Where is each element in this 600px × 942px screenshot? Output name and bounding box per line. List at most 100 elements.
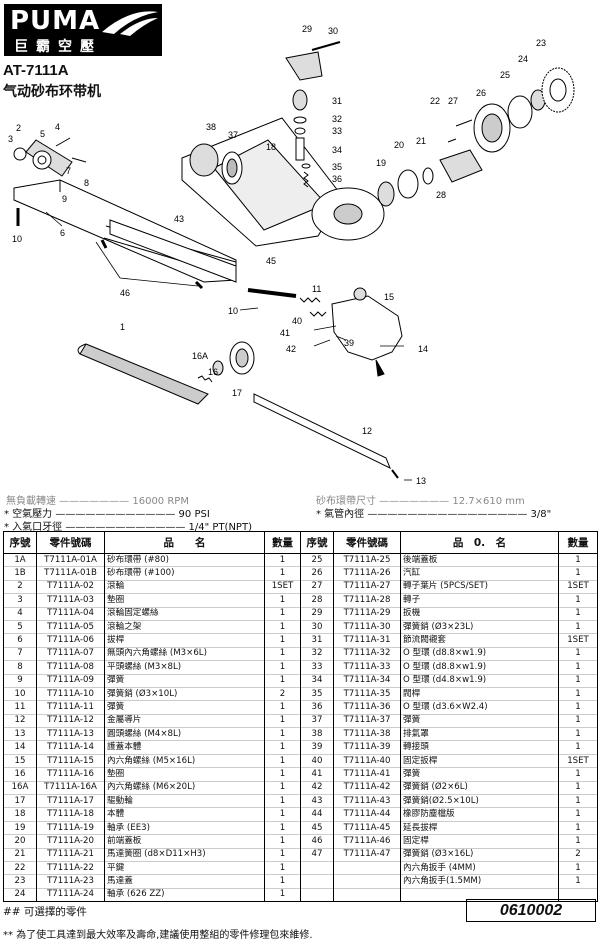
table-cell: 滾輪之架 xyxy=(104,619,265,634)
table-cell: 馬達簧圈 (d8×D11×H3) xyxy=(104,847,265,862)
label-2: 2 xyxy=(16,123,21,133)
table-header-row: 序號 零件號碼 品 名 數量 序號 零件號碼 品 0. 名 數量 xyxy=(3,531,598,554)
label-14: 14 xyxy=(418,344,428,354)
table-cell: 8 xyxy=(3,660,37,675)
table-cell: T7111A-38 xyxy=(333,727,401,741)
table-cell: 1 xyxy=(558,860,598,875)
table-cell: 1 xyxy=(558,673,598,688)
table-cell: 轉子葉片 (5PCS/SET) xyxy=(400,579,559,594)
spec-air-inlet: * 入氣口牙徑 ———————————— 1/4" PT(NPT) xyxy=(4,522,252,533)
label-21: 21 xyxy=(416,136,426,146)
table-cell: T7111A-29 xyxy=(333,606,401,621)
table-cell: 彈簧銷 (Ø2×6L) xyxy=(400,780,559,795)
table-cell: 46 xyxy=(300,834,334,849)
table-cell: 1 xyxy=(558,700,598,715)
table-cell: 1 xyxy=(264,847,301,862)
table-cell: 18 xyxy=(3,807,37,822)
table-cell: T7111A-17 xyxy=(36,794,105,808)
label-40: 39 xyxy=(344,338,354,348)
table-cell: T7111A-12 xyxy=(36,713,105,728)
table-cell: T7111A-35 xyxy=(333,686,401,701)
table-cell: T7111A-34 xyxy=(333,673,401,688)
table-cell: T7111A-18 xyxy=(36,807,105,822)
table-cell: 13 xyxy=(3,727,37,741)
table-cell: 1 xyxy=(264,860,301,875)
label-35: 34 xyxy=(332,145,342,155)
table-cell: 轉子 xyxy=(400,593,559,608)
table-cell: 25 xyxy=(300,552,334,567)
table-cell: 節流閥襯套 xyxy=(400,633,559,648)
label-25: 25 xyxy=(500,70,510,80)
label-34: 33 xyxy=(332,126,342,136)
table-cell xyxy=(300,874,334,889)
table-cell: 1 xyxy=(264,552,301,567)
table-cell: 38 xyxy=(300,727,334,741)
table-cell: 1 xyxy=(264,834,301,849)
table-cell: 1 xyxy=(558,552,598,567)
table-cell: 固定桿 xyxy=(400,834,559,849)
label-16: 16 xyxy=(208,367,218,377)
table-cell: 39 xyxy=(300,740,334,755)
label-3: 3 xyxy=(8,134,13,144)
table-cell: 1 xyxy=(264,619,301,634)
label-12: 12 xyxy=(362,426,372,436)
table-cell: 延長拔桿 xyxy=(400,820,559,835)
table-cell: T7111A-14 xyxy=(36,740,105,755)
table-cell: 2 xyxy=(558,847,598,862)
table-cell: 27 xyxy=(300,579,334,594)
table-cell: 32 xyxy=(300,646,334,661)
table-cell: T7111A-01B xyxy=(36,566,105,581)
table-cell: 護蓋本體 xyxy=(104,740,265,755)
table-cell: 閥桿 xyxy=(400,686,559,701)
table-cell: 1 xyxy=(558,619,598,634)
table-cell xyxy=(300,860,334,875)
col-header-qty: 數量 xyxy=(264,531,301,554)
table-cell: 墊圈 xyxy=(104,767,265,782)
drive-wheel xyxy=(197,341,255,383)
optional-parts-note: ## 可選擇的零件 xyxy=(3,906,87,918)
table-cell: 轉接頭 xyxy=(400,740,559,755)
table-cell: 1 xyxy=(558,820,598,835)
document-code: 0610002 xyxy=(466,899,596,922)
col-header-no-2: 序號 xyxy=(300,531,334,554)
table-cell: T7111A-36 xyxy=(333,700,401,715)
table-cell xyxy=(300,887,334,903)
table-cell: 1 xyxy=(264,727,301,741)
table-cell: T7111A-16 xyxy=(36,767,105,782)
table-cell: T7111A-08 xyxy=(36,660,105,675)
col-header-description: 品 名 xyxy=(104,531,265,554)
table-cell: 1SET xyxy=(558,753,598,768)
table-cell: 內六角螺絲 (M6×20L) xyxy=(104,780,265,795)
table-cell: 1 xyxy=(264,820,301,835)
table-cell: 45 xyxy=(300,820,334,835)
guard-body xyxy=(331,287,403,377)
table-cell: T7111A-20 xyxy=(36,834,105,849)
label-8: 8 xyxy=(84,178,89,188)
table-cell: T7111A-30 xyxy=(333,619,401,634)
table-cell: 1 xyxy=(264,566,301,581)
table-cell: 10 xyxy=(3,686,37,701)
col-header-part-no-2: 零件號碼 xyxy=(333,531,401,554)
table-cell: T7111A-45 xyxy=(333,820,401,835)
table-cell: T7111A-03 xyxy=(36,593,105,608)
col-header-qty-2: 數量 xyxy=(558,531,598,554)
table-cell: 23 xyxy=(3,874,37,889)
table-cell: 1 xyxy=(558,727,598,741)
table-cell: 1 xyxy=(558,646,598,661)
label-6: 6 xyxy=(60,228,65,238)
table-cell: O 型環 (d3.6×W2.4) xyxy=(400,700,559,715)
table-cell: 22 xyxy=(3,860,37,875)
table-cell xyxy=(333,887,401,903)
repair-kit-note: ** 為了使工具達到最大效率及壽命,建議使用整組的零件修理包來維修. xyxy=(3,930,313,941)
label-47: 46 xyxy=(120,288,130,298)
table-cell: 彈簧銷 (Ø3×16L) xyxy=(400,847,559,862)
table-cell: 平鍵 xyxy=(104,860,265,875)
